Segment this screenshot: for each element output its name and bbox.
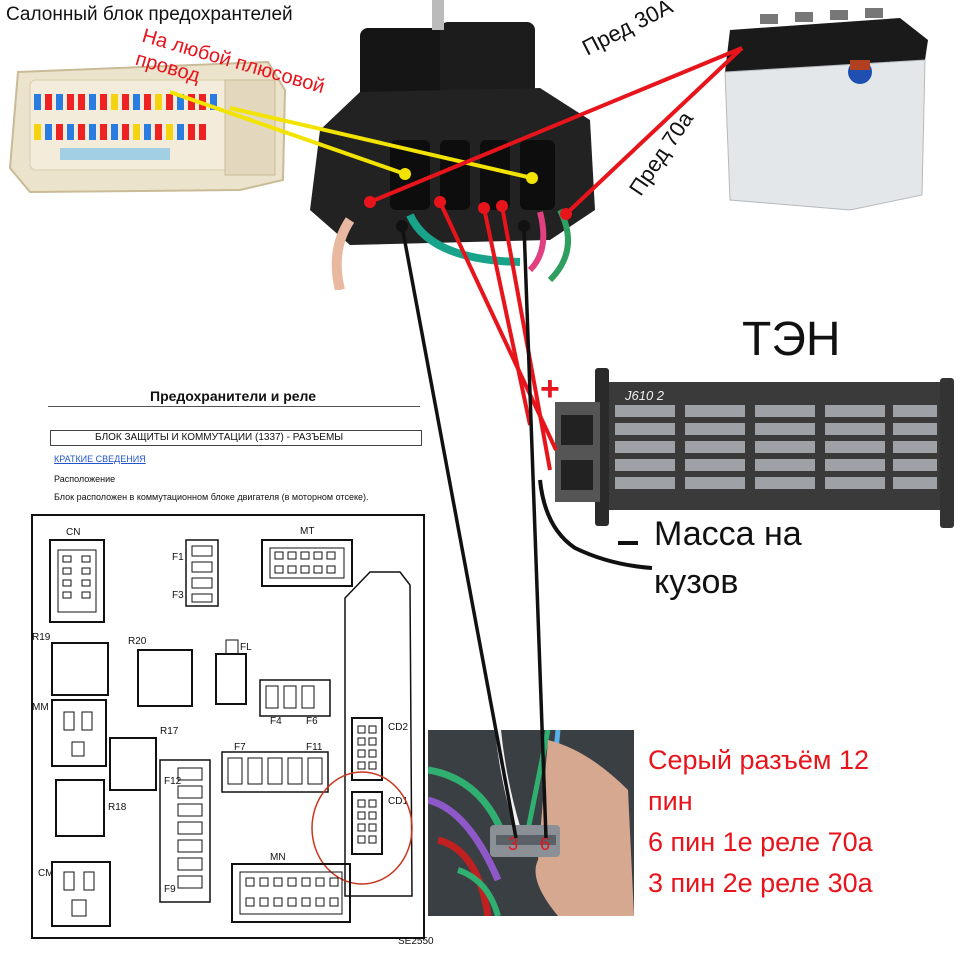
- fuse-f3-label: F3: [172, 590, 184, 601]
- yellow-connection-1: [399, 168, 411, 180]
- yellow-wire-1: [169, 90, 406, 176]
- fuse-group-f1-f3: [185, 539, 219, 607]
- document-header-text: БЛОК ЗАЩИТЫ И КОММУТАЦИИ (1337) - РАЗЪЕМ…: [95, 432, 344, 443]
- fuse-fl-label: FL: [240, 642, 252, 653]
- fuse-group-f7-f11: [221, 751, 329, 793]
- fuse-f1-label: F1: [172, 552, 184, 563]
- pin-6-label: 6: [540, 834, 550, 854]
- red-wire-relay-to-heater-3: [500, 205, 552, 471]
- interior-fuse-box-photo: [8, 60, 287, 194]
- red-wire-relay-to-heater-2: [482, 207, 532, 426]
- connector-photo: 3 6: [428, 730, 634, 916]
- block-mm: [51, 699, 107, 767]
- heater-stamp: J610 2: [624, 388, 665, 403]
- connector-note-line-4: 3 пин 2е реле 30а: [648, 868, 873, 898]
- red-wire-fuse-70: [564, 46, 744, 216]
- connector-note: Серый разъём 12 пин 6 пин 1е реле 70а 3 …: [648, 740, 873, 904]
- connector-note-line-1: Серый разъём 12: [648, 745, 870, 775]
- connector-cd2-label: CD2: [388, 722, 408, 733]
- location-label: Расположение: [54, 474, 116, 484]
- fuse-f9-label: F9: [164, 884, 176, 895]
- yellow-wire-2: [229, 106, 533, 180]
- fuse-f6-label: F6: [306, 716, 318, 727]
- diagram-code: SE2550: [398, 936, 434, 947]
- relay-r19-label: R19: [32, 632, 51, 643]
- connector-cd1: [351, 791, 383, 855]
- block-mt-label: MT: [300, 526, 314, 537]
- cd1-highlight-circle: [311, 771, 413, 885]
- connector-cd1-label: CD1: [388, 796, 408, 807]
- document-title: Предохранители и реле: [150, 388, 317, 404]
- connector-note-line-3: 6 пин 1е реле 70а: [648, 827, 873, 857]
- fuse-f4-label: F4: [270, 716, 282, 727]
- relay-r18-label: R18: [108, 802, 127, 813]
- black-wire-pin-6: [522, 225, 548, 839]
- block-mn-label: MN: [270, 852, 286, 863]
- yellow-connection-2: [526, 172, 538, 184]
- block-mn: [231, 863, 351, 923]
- block-mt: [261, 539, 353, 587]
- ground-wire: [538, 479, 653, 570]
- cd-housing: [344, 571, 413, 897]
- pin-3-label: 3: [508, 834, 518, 854]
- heater-label: ТЭН: [742, 313, 841, 366]
- ground-label: Масса на кузов: [654, 515, 802, 601]
- black-connection-1: [396, 220, 408, 232]
- black-wire-pin-3: [400, 225, 518, 839]
- red-wire-fuse-30: [369, 46, 743, 204]
- interior-fuse-box-title: Салонный блок предохрантелей: [6, 4, 293, 25]
- relay-r18: [55, 779, 105, 837]
- connector-cd2: [351, 717, 383, 781]
- black-connection-2: [518, 220, 530, 232]
- red-connection-3: [478, 202, 490, 214]
- relay-r17: [109, 737, 157, 791]
- brief-info-link[interactable]: КРАТКИЕ СВЕДЕНИЯ: [54, 454, 146, 464]
- relay-r19: [51, 642, 109, 696]
- heater-photo: J610 2: [555, 368, 954, 528]
- connector-note-line-2: пин: [648, 786, 693, 816]
- fuse-f11-label: F11: [306, 742, 323, 753]
- relay-r20-label: R20: [128, 636, 147, 647]
- block-mm-label: MM: [32, 702, 49, 713]
- red-wire-relay-to-heater-1: [438, 201, 558, 451]
- red-connection-1: [364, 196, 376, 208]
- fuse-group-f4-f6: [259, 679, 331, 717]
- document-rule: [48, 406, 420, 407]
- block-cn: [49, 539, 105, 623]
- fuse-f12-label: F12: [164, 776, 182, 787]
- red-connection-4: [496, 200, 508, 212]
- document-header-box: [50, 430, 422, 446]
- relay-block-photo: [310, 0, 595, 290]
- plus-mark: +: [540, 370, 560, 408]
- block-cn-label: CN: [66, 527, 80, 538]
- relay-r20: [137, 649, 193, 707]
- block-cm-label: CM: [38, 868, 54, 879]
- battery-photo: [724, 8, 928, 211]
- red-connection-5: [560, 208, 572, 220]
- relay-r17-label: R17: [160, 726, 179, 737]
- fuse-f7-label: F7: [234, 742, 246, 753]
- fuse-group-f12-f9: [159, 759, 211, 903]
- location-description: Блок расположен в коммутационном блоке д…: [54, 492, 369, 502]
- block-cm: [51, 861, 111, 927]
- red-connection-2: [434, 196, 446, 208]
